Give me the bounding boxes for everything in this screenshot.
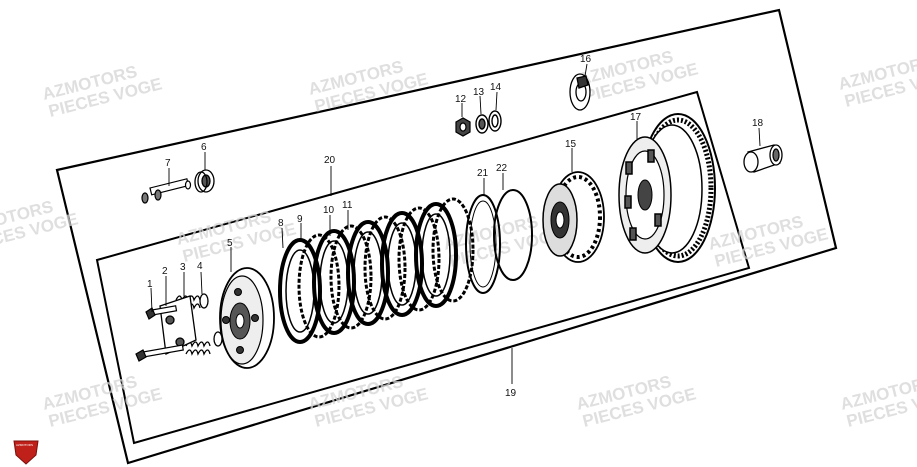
part-12-nut [455,117,471,137]
callout-19: 19 [505,388,517,399]
part-6-bearing [194,169,215,193]
part-5-pressure-plate [219,267,275,369]
callout-11: 11 [342,200,353,211]
callout-22: 22 [496,163,508,174]
part-20-plate-stack [278,197,475,344]
part-16-thrust-washer [569,73,591,111]
callout-6: 6 [201,142,207,153]
callout-21: 21 [477,168,489,179]
outer-frame [55,8,838,465]
part-21-judder-spring [465,194,501,294]
callout-18: 18 [752,118,764,129]
part-14-washer [488,110,502,132]
callout-15: 15 [565,139,577,150]
part-4-washer [199,293,223,347]
callout-labels: 1 2 3 4 5 6 7 8 9 10 11 12 13 14 15 16 1… [147,54,764,399]
callout-14: 14 [490,82,502,93]
callout-5: 5 [227,238,233,249]
callout-4: 4 [197,261,203,272]
callout-2: 2 [162,266,168,277]
callout-9: 9 [297,214,303,225]
part-22-seat-ring [493,189,533,281]
part-17-clutch-basket [618,113,716,263]
callout-10: 10 [323,205,335,216]
brand-logo: AZMOTORS [13,440,39,465]
part-1-bolt [135,305,184,362]
callout-8: 8 [278,218,284,229]
callout-12: 12 [455,94,467,105]
callout-17: 17 [630,112,642,123]
part-7-push-rod [141,178,192,204]
callout-1: 1 [147,279,153,290]
callout-16: 16 [580,54,592,65]
inner-frame [95,90,751,445]
logo-text: AZMOTORS [16,443,33,447]
logo-shield [13,440,39,465]
part-15-clutch-hub [542,171,605,263]
callout-3: 3 [180,262,186,273]
callout-20: 20 [324,155,336,166]
callout-13: 13 [473,87,485,98]
callout-7: 7 [165,158,171,169]
part-18-sleeve [743,144,783,173]
leader-lines [150,63,761,384]
part-13-lock-washer [475,114,489,134]
